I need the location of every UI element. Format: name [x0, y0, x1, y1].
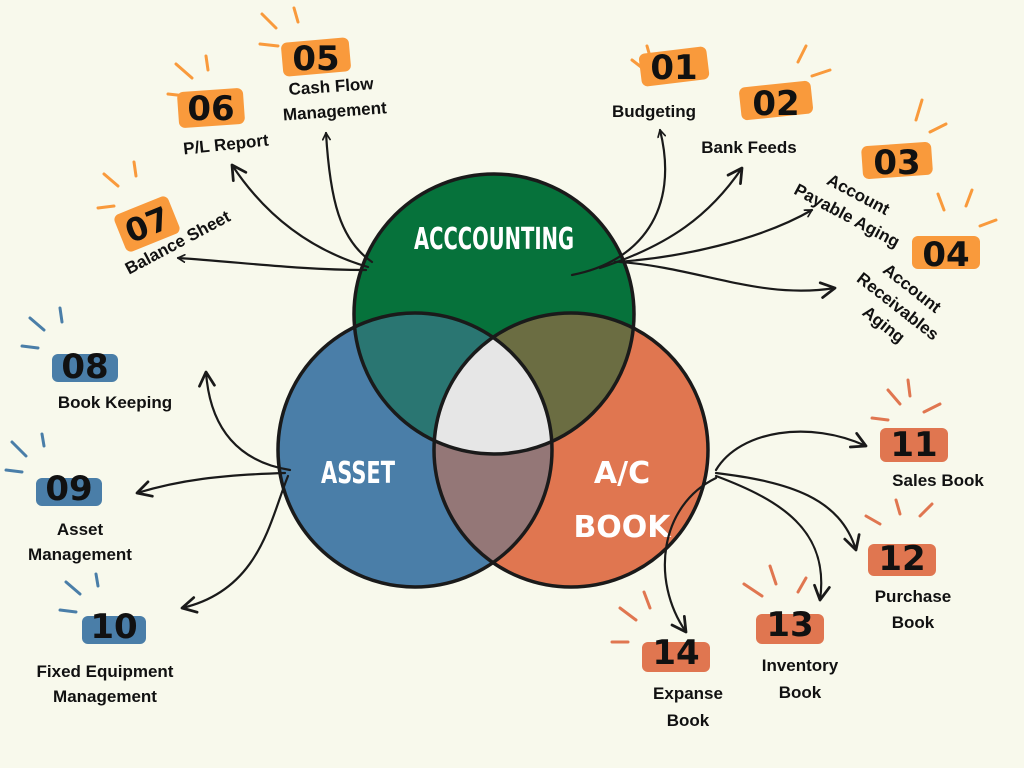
- badge-12: [868, 544, 936, 576]
- label-budgeting: Budgeting: [612, 102, 696, 121]
- item-sales-book: 11 Sales Book: [870, 378, 984, 490]
- badge-08: [52, 354, 118, 382]
- badge-03: [861, 142, 933, 179]
- badge-11: [880, 428, 948, 462]
- label-asset-management-line1: Asset: [57, 520, 104, 539]
- label-book-keeping: Book Keeping: [58, 393, 172, 412]
- label-fixed-equipment-line1: Fixed Equipment: [37, 662, 174, 681]
- badge-02: [739, 80, 813, 121]
- label-expanse-book-line2: Book: [667, 711, 710, 730]
- venn-circles: [276, 172, 710, 589]
- book-title-line1: A/C: [594, 456, 650, 491]
- badge-11-number: 11: [890, 425, 937, 465]
- badge-05: [281, 37, 351, 77]
- arrow-to-expanse-book: [663, 476, 718, 634]
- item-bank-feeds: 02 Bank Feeds: [701, 44, 832, 157]
- arrow-to-cash-flow: [326, 131, 374, 264]
- badge-01-number: 01: [650, 48, 697, 88]
- item-book-keeping: 08 Book Keeping: [20, 306, 172, 412]
- item-purchase-book: 12 Purchase Book: [864, 498, 952, 632]
- badge-05-number: 05: [292, 39, 339, 79]
- label-asset-management-line2: Management: [28, 545, 132, 564]
- badge-06-number: 06: [187, 89, 234, 129]
- badge-03-number: 03: [873, 143, 920, 183]
- accounting-title: ACCCOUNTING: [414, 222, 574, 257]
- arrow-to-pl-report: [230, 163, 370, 269]
- badge-14-number: 14: [652, 633, 699, 673]
- label-expanse-book-line1: Expanse: [653, 684, 723, 703]
- badge-02-number: 02: [752, 84, 799, 124]
- item-pl-report: 06 P/L Report: [166, 54, 270, 159]
- overlap-center: [434, 313, 552, 454]
- arrow-to-payable-aging: [613, 208, 814, 264]
- badge-04: [912, 236, 980, 269]
- item-asset-management: 09 Asset Management: [4, 432, 132, 564]
- badge-12-number: 12: [878, 539, 925, 579]
- badge-01: [638, 46, 710, 87]
- badge-14: [642, 642, 710, 672]
- item-fixed-equipment-management: 10 Fixed Equipment Management: [37, 572, 174, 706]
- item-inventory-book: 13 Inventory Book: [742, 564, 839, 702]
- item-budgeting: 01 Budgeting: [612, 44, 710, 121]
- label-purchase-book-line1: Purchase: [875, 587, 952, 606]
- arrow-to-purchase-book: [714, 471, 861, 552]
- item-expanse-book: 14 Expanse Book: [610, 590, 723, 730]
- book-title-line2: BOOK: [573, 510, 672, 545]
- badge-04-number: 04: [922, 235, 969, 275]
- item-cash-flow-management: 05 Cash Flow Management: [258, 6, 388, 125]
- arrow-to-asset-management: [135, 471, 287, 498]
- badge-13-number: 13: [766, 605, 813, 645]
- badge-08-number: 08: [61, 347, 108, 387]
- label-fixed-equipment-line2: Management: [53, 687, 157, 706]
- badge-10: [82, 616, 146, 644]
- arrow-to-balance-sheet: [176, 258, 368, 272]
- badge-07: [114, 196, 180, 252]
- item-account-receivables-aging: 04 Account Receivables Aging: [853, 188, 998, 347]
- arrow-to-fixed-equipment: [180, 474, 290, 614]
- label-cash-flow-line2: Management: [282, 98, 387, 124]
- badge-06: [177, 88, 245, 128]
- badge-10-number: 10: [90, 607, 137, 647]
- arrow-to-bank-feeds: [598, 166, 744, 270]
- badge-09: [36, 478, 102, 506]
- label-purchase-book-line2: Book: [892, 613, 935, 632]
- asset-title: ASSET: [321, 456, 395, 491]
- arrow-to-sales-book: [714, 430, 868, 472]
- arrow-to-budgeting: [570, 128, 667, 277]
- label-inventory-book-line1: Inventory: [762, 656, 839, 675]
- label-inventory-book-line2: Book: [779, 683, 822, 702]
- label-pl-report: P/L Report: [182, 131, 269, 159]
- badge-13: [756, 614, 824, 644]
- arrow-to-book-keeping: [198, 370, 292, 472]
- label-bank-feeds: Bank Feeds: [701, 138, 796, 157]
- arrow-to-inventory-book: [714, 474, 831, 602]
- item-account-payable-aging: 03 Account Payable Aging: [791, 98, 948, 251]
- badge-09-number: 09: [45, 469, 92, 509]
- connectors: [135, 128, 868, 634]
- label-sales-book: Sales Book: [892, 471, 984, 490]
- arrow-to-receivables-aging: [618, 260, 837, 299]
